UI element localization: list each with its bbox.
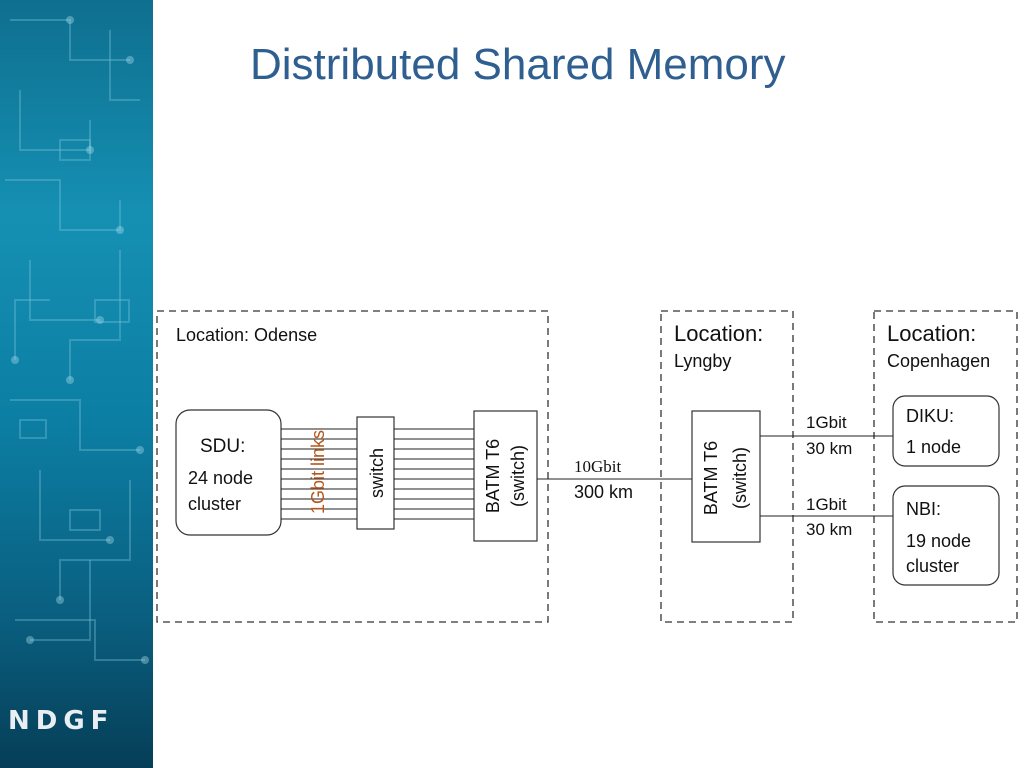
lyngby-location-label: Location: [674, 321, 763, 346]
odense-location-box [156, 310, 549, 623]
sdu-to-switch-links [281, 428, 357, 520]
sdu-cluster-box [175, 409, 282, 536]
lyngby-batm-label: BATM T6 [701, 441, 721, 515]
switch-box [356, 416, 395, 530]
sdu-node-count: 24 node [188, 468, 253, 488]
nbi-link-distance: 30 km [806, 520, 852, 539]
odense-batm-sublabel: (switch) [508, 445, 528, 507]
odense-location-label: Location: Odense [176, 325, 317, 345]
odense-batm-label: BATM T6 [483, 439, 503, 513]
wan-link-distance: 300 km [574, 482, 633, 502]
lyngby-batm-switch-box [691, 410, 761, 543]
nbi-node-count: 19 node [906, 531, 971, 551]
nbi-label: NBI: [906, 499, 941, 519]
wan-link-speed: 10Gbit [574, 457, 622, 476]
diku-link-speed: 1Gbit [806, 413, 847, 432]
nbi-cluster-word: cluster [906, 556, 959, 576]
diku-label: DIKU: [906, 406, 954, 426]
nbi-link-speed: 1Gbit [806, 495, 847, 514]
sdu-cluster-word: cluster [188, 494, 241, 514]
sidebar-circuit-banner: NDGF [0, 0, 153, 768]
sdu-label: SDU: [200, 436, 245, 457]
lyngby-location-name: Lyngby [674, 351, 731, 371]
copenhagen-location-label: Location: [887, 321, 976, 346]
circuit-pattern-decoration [5, 16, 149, 664]
copenhagen-location-name: Copenhagen [887, 351, 990, 371]
ndgf-logo: NDGF [8, 706, 115, 736]
diku-box [892, 395, 1000, 467]
lyngby-location-box [660, 310, 794, 623]
switch-to-batm-links [394, 428, 474, 520]
diku-node-count: 1 node [906, 437, 961, 457]
switch-label: switch [367, 448, 387, 498]
gbit-links-label: 1Gbit links [308, 430, 328, 514]
odense-batm-switch-box [473, 410, 538, 542]
nbi-box [892, 485, 1000, 586]
slide-title: Distributed Shared Memory [250, 40, 786, 89]
diku-link-distance: 30 km [806, 439, 852, 458]
lyngby-batm-sublabel: (switch) [730, 447, 750, 509]
